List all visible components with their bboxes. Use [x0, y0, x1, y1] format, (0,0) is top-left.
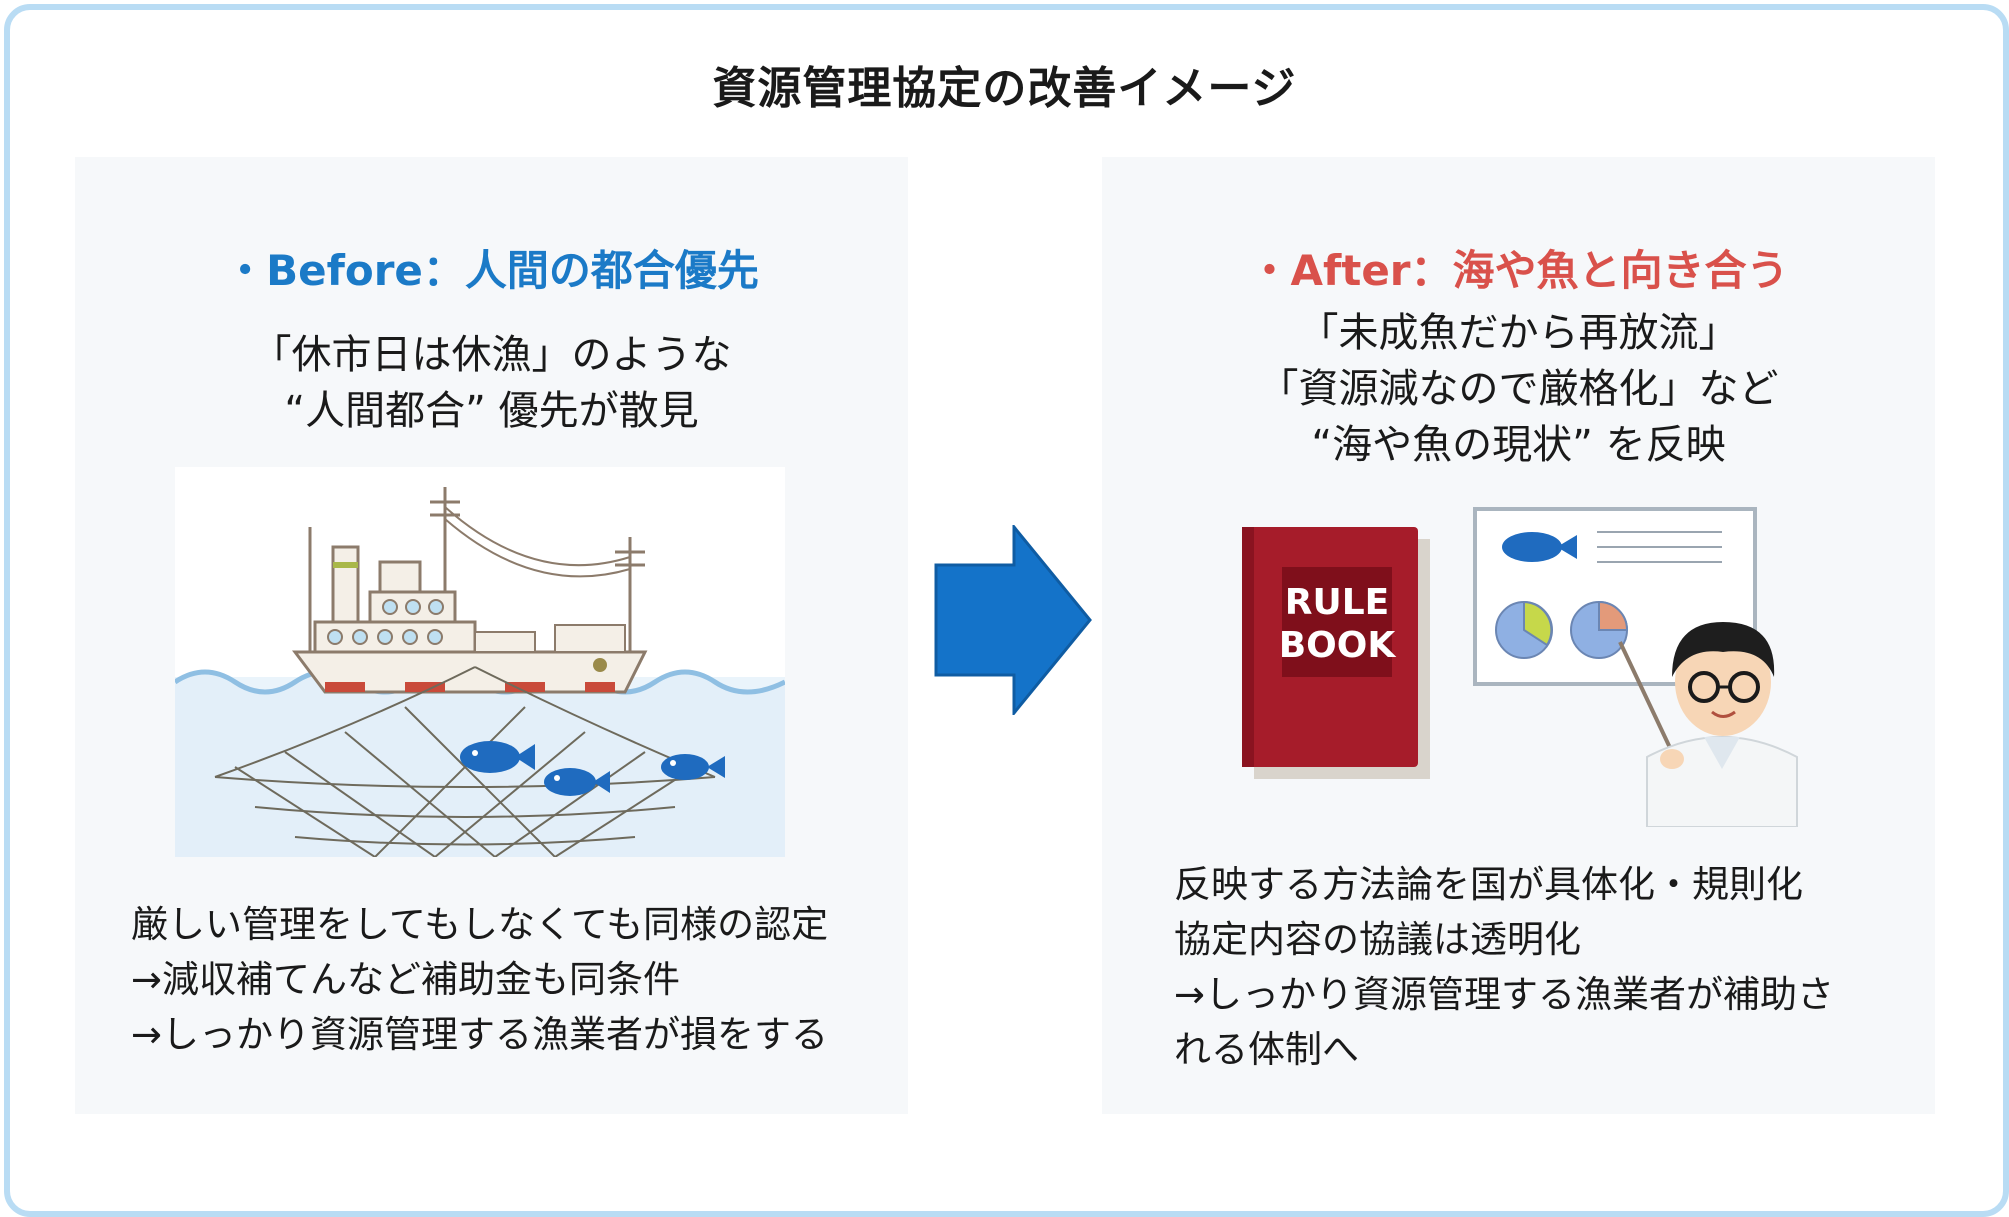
after-body-line-2: 協定内容の協議は透明化	[1174, 918, 1581, 961]
before-quote: 「休市日は休漁」のような “人間都合” 優先が散見	[75, 327, 908, 439]
before-body-line-3: →しっかり資源管理する漁業者が損をする	[131, 1013, 829, 1056]
before-quote-line-1: 「休市日は休漁」のような	[251, 332, 732, 378]
after-quote-line-2: 「資源減なので厳格化」など	[1258, 366, 1779, 412]
after-body: 反映する方法論を国が具体化・規則化 協定内容の協議は透明化 →しっかり資源管理す…	[1174, 857, 1834, 1077]
rule-book-icon: RULE BOOK	[1242, 527, 1430, 779]
scientist-with-chart-board-icon	[1473, 507, 1798, 827]
after-quote-line-1: 「未成魚だから再放流」	[1298, 310, 1739, 356]
before-body-line-2: →減収補てんなど補助金も同条件	[131, 958, 681, 1001]
book-title-line-2: BOOK	[1279, 625, 1397, 666]
after-body-line-4: れる体制へ	[1174, 1028, 1359, 1071]
before-body-line-1: 厳しい管理をしてもしなくても同様の認定	[131, 903, 829, 946]
after-quote-line-3: “海や魚の現状” を反映	[1311, 422, 1726, 468]
right-arrow-icon	[934, 525, 1092, 715]
rule-book-and-presenter-icon: RULE BOOK	[1242, 507, 1798, 827]
before-quote-line-2: “人間都合” 優先が散見	[284, 388, 699, 434]
after-quote: 「未成魚だから再放流」 「資源減なので厳格化」など “海や魚の現状” を反映	[1102, 305, 1935, 473]
fishing-ship-with-net-icon	[175, 467, 785, 857]
before-body: 厳しい管理をしてもしなくても同様の認定 →減収補てんなど補助金も同条件 →しっか…	[131, 897, 828, 1062]
after-body-line-3: →しっかり資源管理する漁業者が補助さ	[1174, 973, 1835, 1016]
after-panel: ・After：海や魚と向き合う 「未成魚だから再放流」 「資源減なので厳格化」な…	[1102, 157, 1935, 1114]
before-panel: ・Before：人間の都合優先 「休市日は休漁」のような “人間都合” 優先が散…	[75, 157, 908, 1114]
after-body-line-1: 反映する方法論を国が具体化・規則化	[1174, 863, 1803, 906]
after-heading: ・After：海や魚と向き合う	[1248, 246, 1789, 295]
book-title-line-1: RULE	[1285, 582, 1389, 623]
page-title: 資源管理協定の改善イメージ	[712, 63, 1297, 114]
before-heading: ・Before：人間の都合優先	[224, 246, 759, 295]
